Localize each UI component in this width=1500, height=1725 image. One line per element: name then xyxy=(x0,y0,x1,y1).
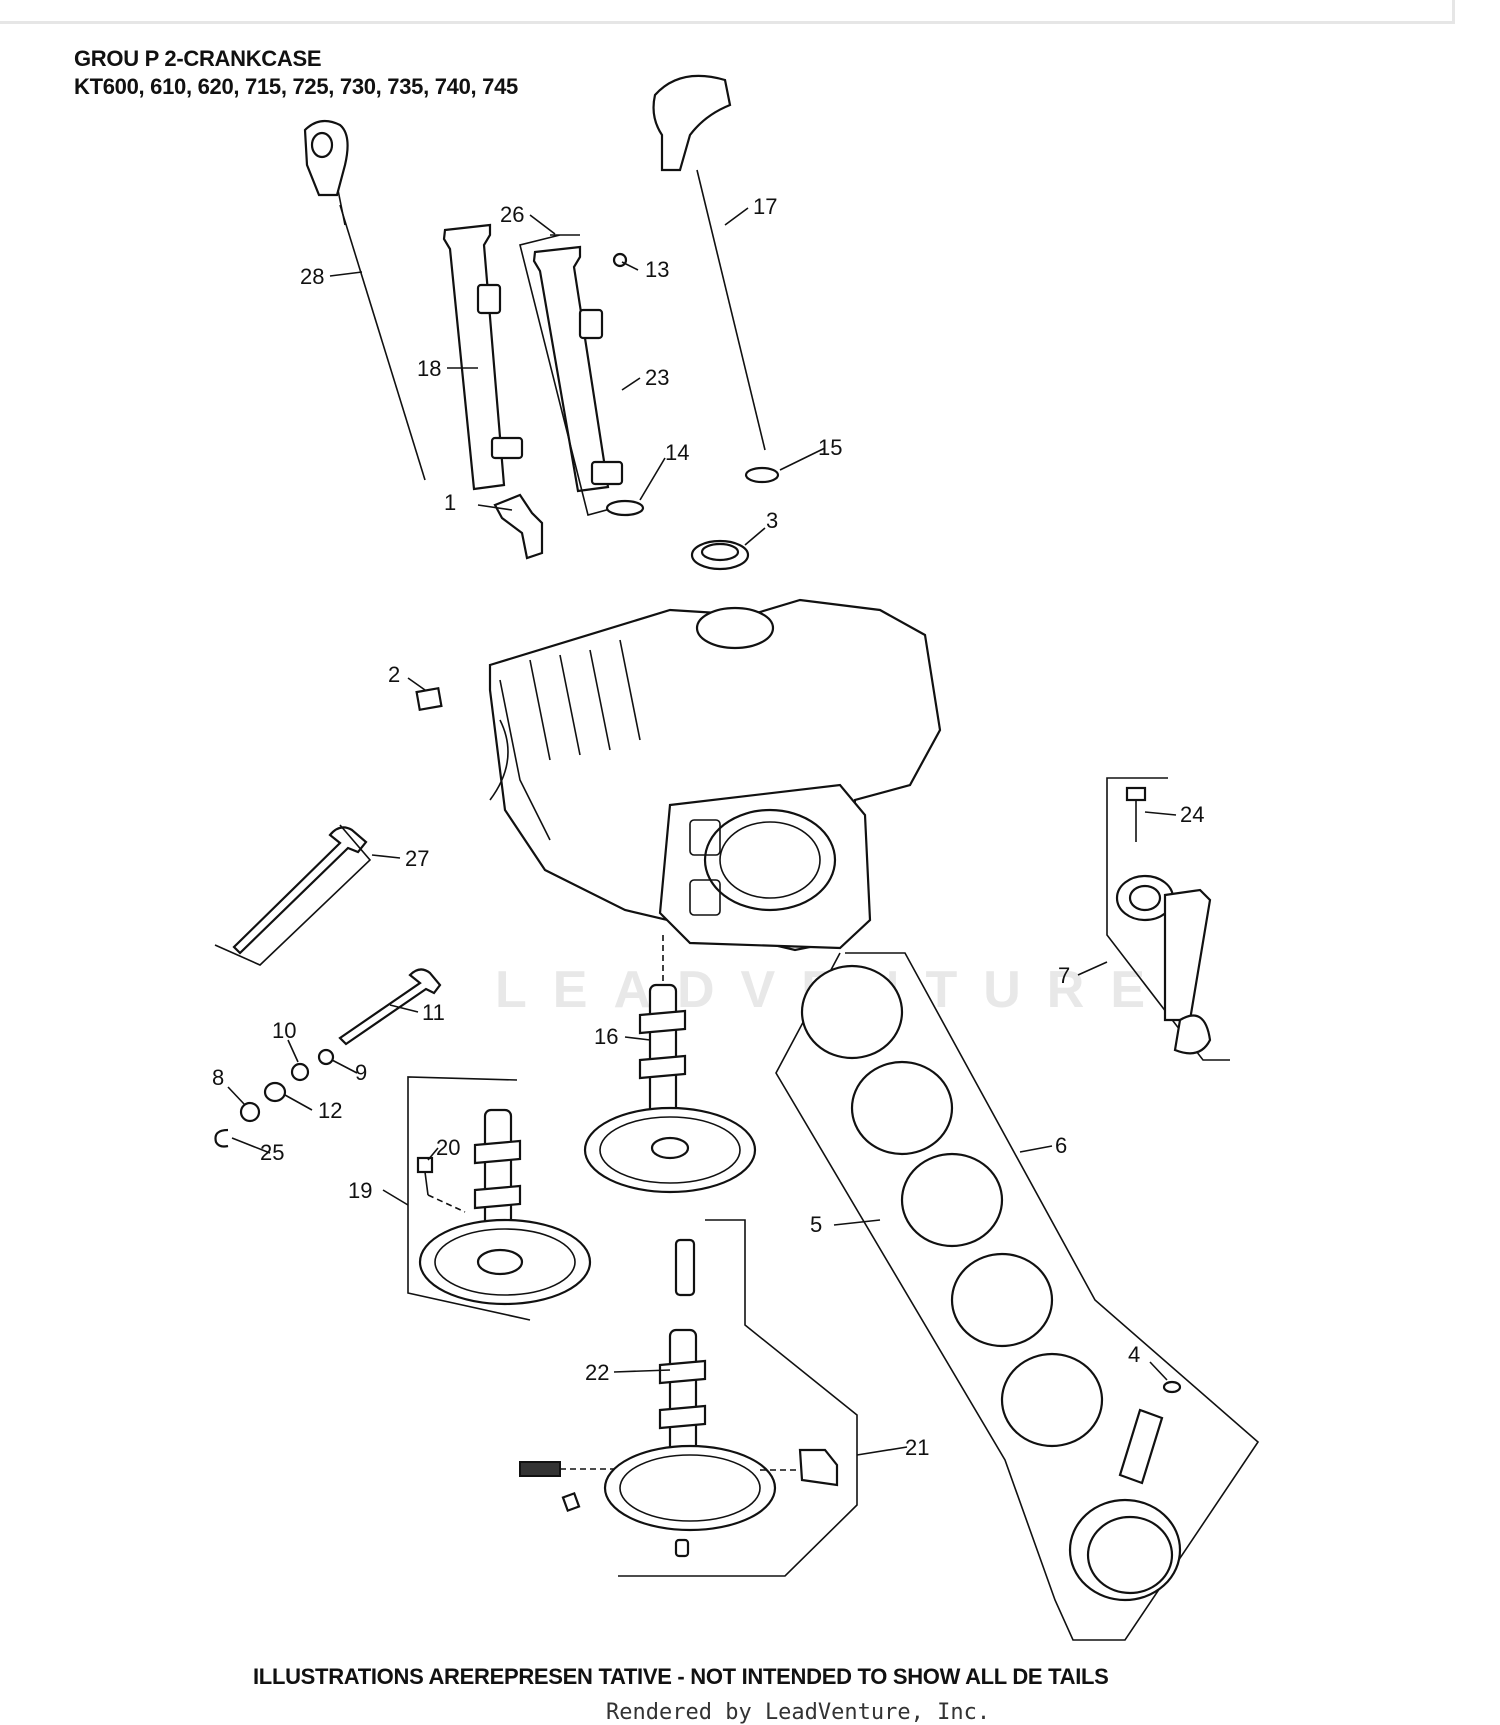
callout-28: 28 xyxy=(300,264,324,289)
callout-27: 27 xyxy=(405,846,429,871)
callout-14: 14 xyxy=(665,440,689,465)
callout-19: 19 xyxy=(348,1178,372,1203)
part-11-shaft[interactable] xyxy=(338,968,442,1046)
part-5-piston[interactable] xyxy=(1068,1380,1182,1602)
group-line-26 xyxy=(519,234,626,516)
callout-17: 17 xyxy=(753,194,777,219)
callout-12: 12 xyxy=(318,1098,342,1123)
callout-20: 20 xyxy=(436,1135,460,1160)
callout-25: 25 xyxy=(260,1140,284,1165)
callout-9: 9 xyxy=(355,1060,367,1085)
part-14-o-ring[interactable] xyxy=(605,499,645,517)
part-1-bracket[interactable] xyxy=(493,493,544,560)
part-3-oil-seal[interactable] xyxy=(690,539,750,571)
part-24-bolt[interactable] xyxy=(1125,786,1147,842)
part-23-dipstick-tube[interactable] xyxy=(532,245,624,493)
callout-23: 23 xyxy=(645,365,669,390)
callout-1: 1 xyxy=(444,490,456,515)
callout-22: 22 xyxy=(585,1360,609,1385)
part-13-nut[interactable] xyxy=(612,252,628,268)
callout-leaders xyxy=(227,207,1177,1456)
group-line-21 xyxy=(618,1219,858,1577)
callout-16: 16 xyxy=(594,1024,618,1049)
part-17-dipstick[interactable] xyxy=(652,74,766,451)
part-2-plug[interactable] xyxy=(415,686,443,712)
part-25-clip[interactable] xyxy=(214,1128,229,1148)
part-22-camshaft[interactable] xyxy=(603,1238,777,1558)
callout-26: 26 xyxy=(500,202,524,227)
callout-3: 3 xyxy=(766,508,778,533)
part-6-piston-rings[interactable] xyxy=(800,964,1104,1448)
disclaimer-footer: ILLUSTRATIONS AREREPRESEN TATIVE - NOT I… xyxy=(253,1664,1109,1689)
callout-2: 2 xyxy=(388,662,400,687)
crankcase-block[interactable] xyxy=(488,598,942,952)
part-15-o-ring[interactable] xyxy=(744,466,780,484)
group-line-7 xyxy=(1106,777,1230,1061)
group-line-27 xyxy=(214,824,372,966)
callout-15: 15 xyxy=(818,435,842,460)
part-21-decompressor-parts[interactable] xyxy=(519,1448,839,1513)
diagram-title: GROU P 2-CRANKCASE xyxy=(74,46,322,71)
model-list: KT600, 610, 620, 715, 725, 730, 735, 740… xyxy=(74,74,518,99)
part-19-camshaft-assembly[interactable] xyxy=(418,1108,592,1306)
part-10-washer[interactable] xyxy=(290,1062,310,1082)
part-12-washer[interactable] xyxy=(263,1081,287,1103)
callout-7: 7 xyxy=(1058,963,1070,988)
part-8-nut[interactable] xyxy=(239,1101,261,1123)
page-frame xyxy=(0,0,1455,24)
callout-labels: 1 2 3 4 5 6 7 8 9 10 11 12 13 14 15 16 1… xyxy=(212,194,1204,1460)
callout-18: 18 xyxy=(417,356,441,381)
part-9-ring[interactable] xyxy=(317,1048,335,1066)
callout-4: 4 xyxy=(1128,1342,1140,1367)
part-7-connecting-rod[interactable] xyxy=(1115,874,1212,1055)
part-28-dipstick[interactable] xyxy=(303,119,426,481)
group-line-19 xyxy=(407,1076,531,1321)
callout-24: 24 xyxy=(1180,802,1204,827)
group-line-5-6 xyxy=(775,952,1260,1641)
callout-10: 10 xyxy=(272,1018,296,1043)
callout-8: 8 xyxy=(212,1065,224,1090)
rendered-by-credit: Rendered by LeadVenture, Inc. xyxy=(606,1700,991,1725)
callout-13: 13 xyxy=(645,257,669,282)
part-16-camshaft[interactable] xyxy=(583,983,757,1194)
part-27-governor-shaft[interactable] xyxy=(232,826,368,955)
part-20-bolt[interactable] xyxy=(416,1156,466,1213)
callout-6: 6 xyxy=(1055,1133,1067,1158)
callout-21: 21 xyxy=(905,1435,929,1460)
callout-11: 11 xyxy=(422,1000,445,1025)
part-18-dipstick-tube[interactable] xyxy=(442,223,524,491)
callout-5: 5 xyxy=(810,1212,822,1237)
